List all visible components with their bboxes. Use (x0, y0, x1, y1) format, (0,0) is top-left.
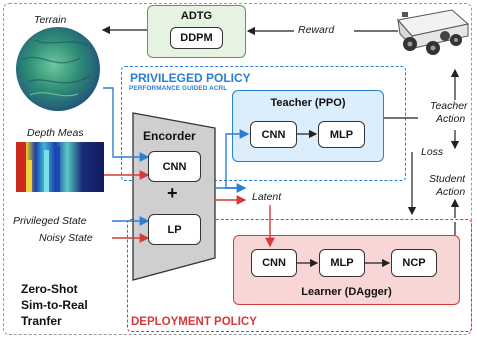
learner-ncp-label: NCP (402, 257, 426, 269)
terrain-label: Terrain (34, 14, 67, 26)
terrain-image (16, 27, 100, 111)
teacher-box: Teacher (PPO) (232, 90, 384, 162)
encoder-lp-block: LP (148, 214, 201, 245)
student-action-line2: Action (436, 186, 466, 198)
privileged-policy-subtitle: PERFORMANCE GUIDED ACRL (129, 85, 228, 92)
adtg-title: ADTG (180, 10, 213, 22)
teacher-action-line2: Action (436, 113, 466, 125)
learner-mlp-label: MLP (330, 257, 354, 269)
noisy-state-label: Noisy State (39, 232, 93, 244)
adtg-box: ADTG (147, 5, 246, 58)
teacher-mlp-label: MLP (329, 128, 354, 141)
learner-ncp-block: NCP (391, 249, 437, 277)
latent-label: Latent (251, 191, 283, 203)
outer-frame (3, 3, 472, 335)
learner-title: Learner (DAgger) (301, 286, 392, 298)
ddpm-block: DDPM (170, 27, 223, 49)
zero-shot-line3: Tranfer (21, 314, 62, 328)
depth-image (16, 142, 104, 192)
teacher-cnn-label: CNN (261, 128, 286, 141)
zero-shot-line2: Sim-to-Real (21, 298, 88, 312)
teacher-action-line1: Teacher (430, 100, 468, 112)
encoder-title: Encorder (143, 129, 196, 143)
loss-label: Loss (421, 146, 444, 158)
depth-label: Depth Meas (27, 127, 84, 139)
learner-cnn-block: CNN (251, 249, 297, 277)
ddpm-label: DDPM (180, 32, 213, 44)
deployment-policy-frame (127, 219, 472, 332)
encoder-plus: + (167, 183, 178, 203)
reward-label: Reward (298, 24, 335, 36)
deployment-policy-title: DEPLOYMENT POLICY (131, 316, 257, 328)
teacher-cnn-block: CNN (250, 121, 297, 148)
teacher-title: Teacher (PPO) (270, 97, 346, 109)
student-action-line1: Student (429, 173, 466, 185)
privileged-policy-title: PRIVILEGED POLICY (128, 71, 253, 85)
robot-image (397, 9, 470, 55)
encoder-lp-label: LP (167, 223, 182, 236)
teacher-mlp-block: MLP (318, 121, 365, 148)
encoder-cnn-label: CNN (162, 160, 187, 173)
learner-cnn-label: CNN (262, 257, 286, 269)
privileged-policy-frame (121, 66, 406, 181)
learner-mlp-block: MLP (319, 249, 365, 277)
zero-shot-line1: Zero-Shot (21, 282, 78, 296)
privileged-state-label: Privileged State (13, 215, 87, 227)
encoder-cnn-block: CNN (148, 151, 201, 182)
